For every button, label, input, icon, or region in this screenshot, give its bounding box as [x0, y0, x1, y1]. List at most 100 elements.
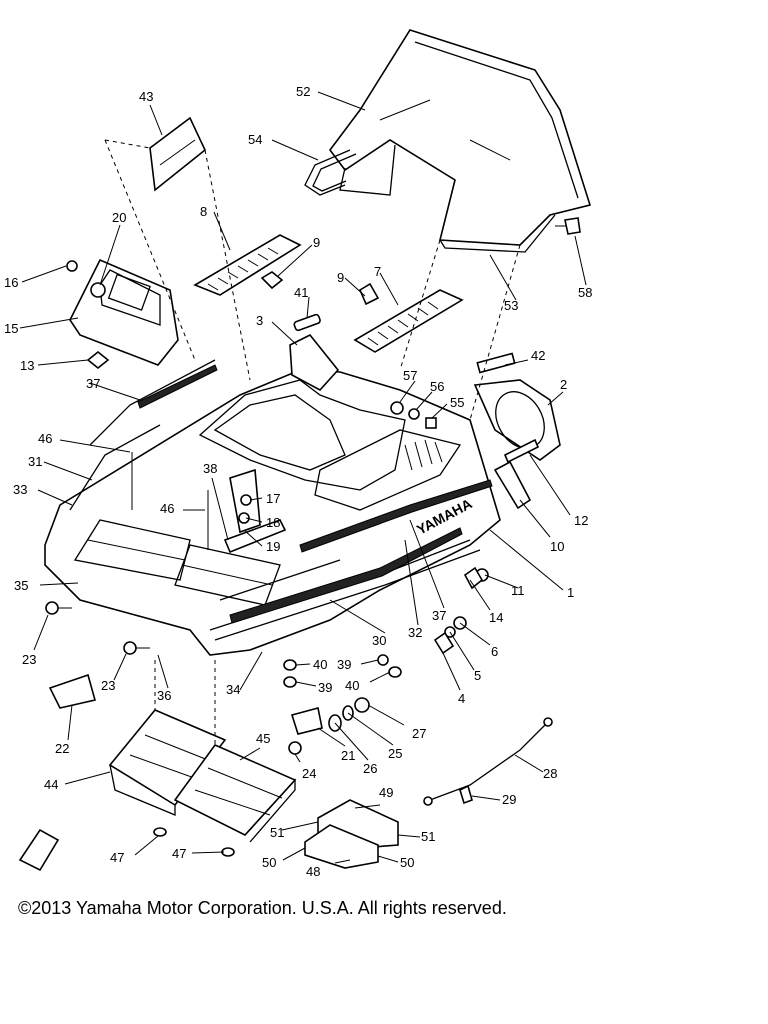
callout-35: 35 [14, 578, 28, 593]
decal [149, 116, 206, 192]
callout-19: 19 [266, 539, 280, 554]
grommet [283, 676, 297, 688]
clip [358, 282, 380, 306]
grommet [425, 417, 437, 429]
callout-22: 22 [55, 741, 69, 756]
callout-36: 36 [157, 688, 171, 703]
callout-25: 25 [388, 746, 402, 761]
callout-28: 28 [543, 766, 557, 781]
callout-37a: 37 [86, 376, 100, 391]
callout-32: 32 [408, 625, 422, 640]
callout-6: 6 [491, 644, 498, 659]
stripe-decal [137, 364, 218, 409]
callout-2: 2 [560, 377, 567, 392]
callout-54: 54 [248, 132, 262, 147]
callout-29: 29 [502, 792, 516, 807]
windshield-trim [304, 149, 351, 196]
callout-34: 34 [226, 682, 240, 697]
bolt [45, 601, 59, 615]
callout-8: 8 [200, 204, 207, 219]
callout-47b: 47 [172, 846, 186, 861]
callout-57: 57 [403, 368, 417, 383]
callout-23a: 23 [22, 652, 36, 667]
callout-27: 27 [412, 726, 426, 741]
callout-4: 4 [458, 691, 465, 706]
callout-40b: 40 [345, 678, 359, 693]
callout-48: 48 [306, 864, 320, 879]
callout-9a: 9 [313, 235, 320, 250]
callout-7: 7 [374, 264, 381, 279]
callout-30: 30 [372, 633, 386, 648]
callout-47a: 47 [110, 850, 124, 865]
callout-39a: 39 [337, 657, 351, 672]
washer [153, 827, 167, 837]
callout-12: 12 [574, 513, 588, 528]
callout-31: 31 [28, 454, 42, 469]
duct [289, 333, 340, 392]
callout-46a: 46 [38, 431, 52, 446]
callout-23b: 23 [101, 678, 115, 693]
callout-33: 33 [13, 482, 27, 497]
hood [44, 369, 501, 656]
callout-21: 21 [341, 748, 355, 763]
callout-39b: 39 [318, 680, 332, 695]
nut [433, 631, 455, 655]
nameplate [293, 313, 321, 332]
callout-43: 43 [139, 89, 153, 104]
nut [377, 654, 389, 666]
callout-42: 42 [531, 348, 545, 363]
hinge-bracket [48, 673, 96, 709]
nut [354, 697, 370, 713]
clip [260, 271, 284, 290]
washer [408, 408, 420, 420]
callout-10: 10 [550, 539, 564, 554]
bolt [555, 217, 581, 235]
callout-46b: 46 [160, 501, 174, 516]
front-marker [18, 828, 60, 872]
console [69, 258, 179, 366]
cable-clip [459, 784, 473, 805]
windshield-trim-inner [312, 153, 357, 192]
callout-40a: 40 [313, 657, 327, 672]
hinge-strip [223, 519, 287, 554]
windshield [329, 29, 592, 253]
callout-52: 52 [296, 84, 310, 99]
nut [86, 350, 110, 370]
callout-17: 17 [266, 491, 280, 506]
nut [390, 401, 404, 415]
callout-13: 13 [20, 358, 34, 373]
headlight [473, 379, 561, 461]
vent-left [193, 234, 302, 296]
cable [429, 721, 549, 801]
callout-53: 53 [504, 298, 518, 313]
leader-lines [19, 91, 587, 864]
parts-diagram: YAMAHA [4, 29, 592, 879]
grommet [388, 666, 402, 678]
callout-51a: 51 [270, 825, 284, 840]
callout-labels: 43 52 54 8 20 9 9 7 41 3 16 15 13 37 46 … [4, 84, 592, 879]
callout-14: 14 [489, 610, 503, 625]
pad [304, 824, 379, 869]
side-stripe [89, 359, 216, 446]
bolt [288, 741, 302, 755]
vent-right [353, 289, 464, 353]
side-stripe [69, 424, 161, 511]
callout-11: 11 [511, 583, 525, 598]
callout-1: 1 [567, 585, 574, 600]
callout-58: 58 [578, 285, 592, 300]
callout-15: 15 [4, 321, 18, 336]
callout-37b: 37 [432, 608, 446, 623]
callout-5: 5 [474, 668, 481, 683]
callout-50a: 50 [262, 855, 276, 870]
bracket-arm [493, 460, 532, 510]
bolt [66, 260, 78, 272]
callout-41: 41 [294, 285, 308, 300]
copyright-notice: ©2013 Yamaha Motor Corporation. U.S.A. A… [18, 898, 507, 918]
callout-45: 45 [256, 731, 270, 746]
callout-26: 26 [363, 761, 377, 776]
callout-3: 3 [256, 313, 263, 328]
callout-18: 18 [266, 515, 280, 530]
callout-56: 56 [430, 379, 444, 394]
callout-44: 44 [44, 777, 58, 792]
grommet [90, 282, 106, 298]
